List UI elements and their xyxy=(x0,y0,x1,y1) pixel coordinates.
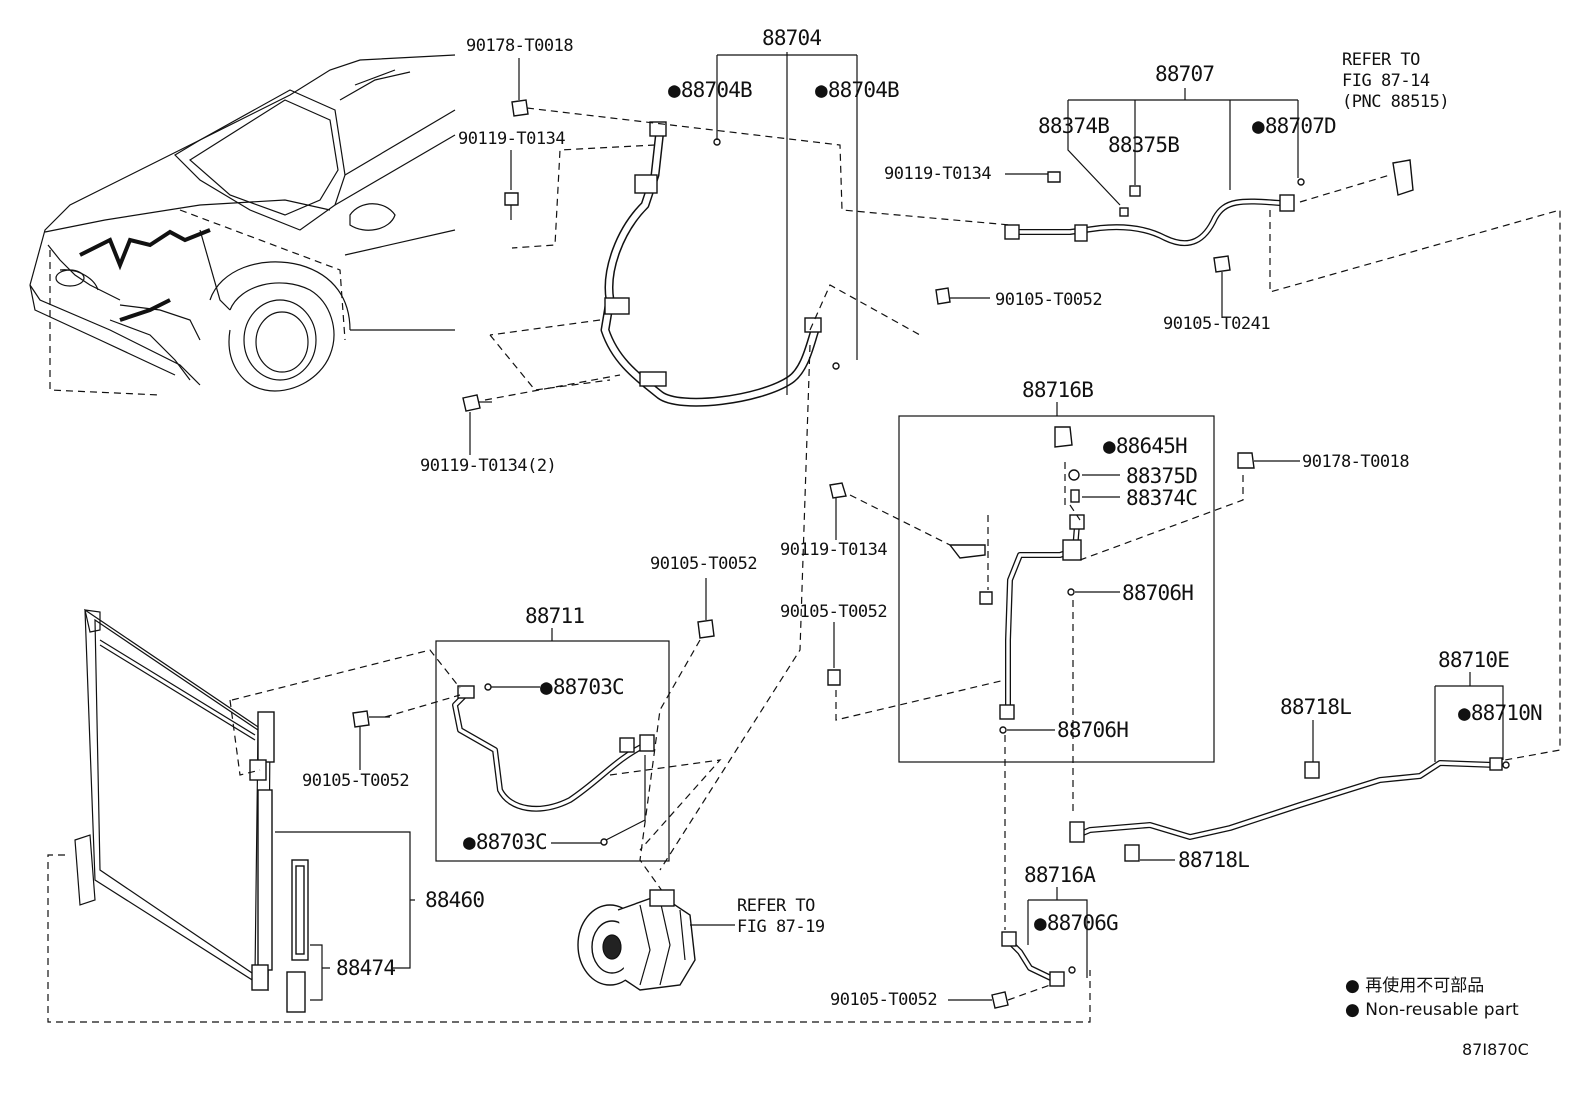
label-90105-T0052-compressor: 90105-T0052 xyxy=(650,554,758,574)
label-88460: 88460 xyxy=(425,888,485,912)
label-88375B: 88375B xyxy=(1108,133,1180,157)
label-88374C: 88374C xyxy=(1126,486,1198,510)
label-88707: 88707 xyxy=(1155,62,1215,86)
compressor xyxy=(577,889,735,991)
legend-bullet-icon: ● xyxy=(1345,976,1366,996)
label-refer-87-14-line3: (PNC 88515) xyxy=(1342,92,1450,112)
label-88704B-right: 88704B xyxy=(815,80,900,101)
label-90105-T0241: 90105-T0241 xyxy=(1163,314,1271,334)
label-90105-T0052-left: 90105-T0052 xyxy=(302,771,410,791)
label-88704: 88704 xyxy=(762,26,822,50)
label-refer-87-19-line2: FIG 87-19 xyxy=(737,917,825,937)
assembly-88711 xyxy=(231,578,722,896)
label-88718L-lower: 88718L xyxy=(1178,848,1250,872)
label-88716B: 88716B xyxy=(1022,378,1094,402)
label-90119-T0134-right: 90119-T0134 xyxy=(884,164,992,184)
label-88716A: 88716A xyxy=(1024,863,1096,887)
assembly-88716B xyxy=(827,402,1300,930)
assembly-88716A xyxy=(948,887,1088,1009)
condenser-88460 xyxy=(47,608,1091,1023)
label-88704B-left: 88704B xyxy=(668,80,753,101)
label-88706H-upper: 88706H xyxy=(1122,581,1194,605)
label-90178-T0018-top: 90178-T0018 xyxy=(466,36,574,56)
label-88703C-lower: 88703C xyxy=(463,832,548,853)
label-90105-T0052-mid: 90105-T0052 xyxy=(780,602,888,622)
label-90178-T0018-right: 90178-T0018 xyxy=(1302,452,1410,472)
label-88375D: 88375D xyxy=(1126,464,1198,488)
label-90119-T0134-2: 90119-T0134(2) xyxy=(420,456,557,476)
vehicle-illustration xyxy=(29,54,456,396)
label-refer-87-14-line1: REFER TO xyxy=(1342,50,1420,70)
label-90119-T0134-mid: 90119-T0134 xyxy=(780,540,888,560)
label-90105-T0052-top: 90105-T0052 xyxy=(995,290,1103,310)
label-88474: 88474 xyxy=(336,956,396,980)
fasteners-top-left xyxy=(462,58,529,455)
label-88711: 88711 xyxy=(525,604,585,628)
label-refer-87-14-line2: FIG 87-14 xyxy=(1342,71,1430,91)
legend-english: ● Non-reusable part xyxy=(1345,1002,1519,1019)
hose-88704 xyxy=(484,52,1011,871)
label-90105-T0052-bottom: 90105-T0052 xyxy=(830,990,938,1010)
tube-88710E xyxy=(1069,672,1510,862)
label-90119-T0134-top: 90119-T0134 xyxy=(458,129,566,149)
label-88706H-lower: 88706H xyxy=(1057,718,1129,742)
label-88645H: 88645H xyxy=(1103,436,1188,457)
legend-japanese-text: 再使用不可部品 xyxy=(1365,976,1485,996)
label-88718L-upper: 88718L xyxy=(1280,695,1352,719)
label-88710E: 88710E xyxy=(1438,648,1510,672)
label-88707D: 88707D xyxy=(1252,116,1337,137)
label-88374B: 88374B xyxy=(1038,114,1110,138)
legend-english-text: Non-reusable part xyxy=(1365,1000,1519,1020)
label-88706G: 88706G xyxy=(1034,913,1119,934)
label-88703C-upper: 88703C xyxy=(540,677,625,698)
legend-bullet-icon: ● xyxy=(1345,1000,1366,1020)
figure-code: 87I870C xyxy=(1462,1040,1529,1059)
label-88710N: 88710N xyxy=(1458,703,1543,724)
label-refer-87-19-line1: REFER TO xyxy=(737,896,815,916)
legend-japanese: ● 再使用不可部品 xyxy=(1345,978,1484,995)
tube-88707 xyxy=(935,88,1561,761)
